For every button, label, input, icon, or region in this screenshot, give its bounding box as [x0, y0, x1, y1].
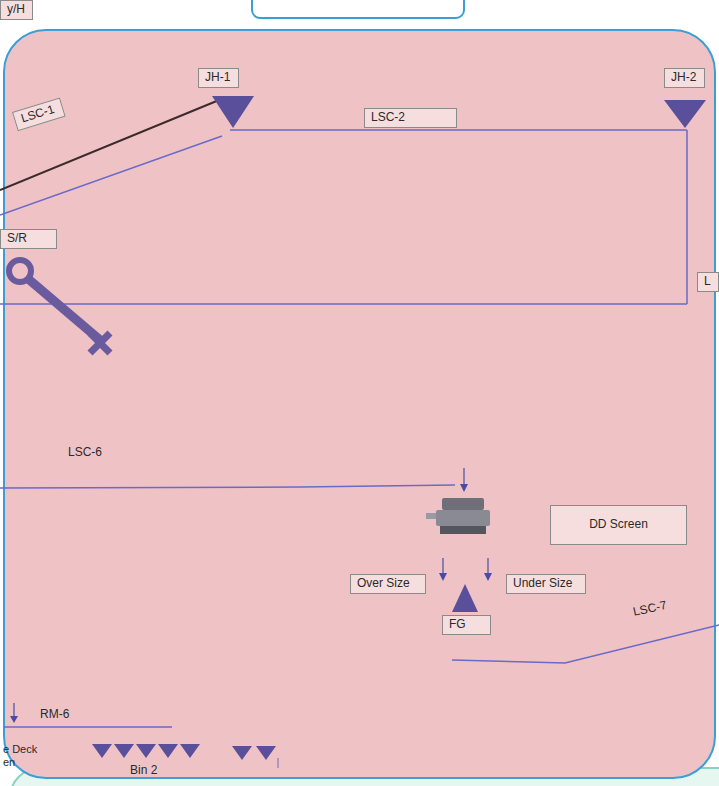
node-text: Under Size [513, 577, 579, 591]
conveyor-line [0, 98, 224, 190]
node-text: JH-2 [671, 71, 698, 85]
output-tag: Over Size [350, 574, 426, 594]
flow-arrowhead [10, 716, 18, 723]
screen-body [436, 510, 490, 526]
node-text: LSC-2 [371, 111, 450, 125]
flow-arrowhead [460, 484, 468, 492]
bin-hopper [180, 744, 200, 758]
equipment-tag: FG [442, 615, 491, 635]
equipment-tag: S/R [0, 229, 57, 249]
screen-base [440, 526, 486, 534]
equipment-label: e Deck en [3, 743, 43, 768]
node-text: y/H [7, 3, 26, 17]
bin-hopper [256, 746, 276, 760]
stacker-base [90, 333, 110, 353]
screen-top [442, 498, 484, 510]
equipment-tag: y/H [0, 0, 33, 20]
bin-label: Bin 2 [130, 764, 157, 778]
bin-tick [278, 758, 279, 768]
title-tab [252, 0, 464, 18]
conveyor-line [4, 726, 172, 728]
conveyor-line [0, 485, 455, 488]
node-text: L [704, 275, 712, 289]
bin-hopper [114, 744, 134, 758]
node-text: Over Size [357, 577, 419, 591]
conveyor-line [230, 129, 687, 131]
equipment-tag: DD Screen [550, 505, 687, 545]
bin-hopper [158, 744, 178, 758]
flow-arrowhead [484, 573, 492, 581]
section-panel [4, 30, 715, 778]
stacker-wheel [9, 260, 31, 282]
node-text: JH-1 [205, 71, 232, 85]
junction-hopper [212, 96, 254, 128]
stacker-base [90, 333, 110, 353]
conveyor-line [0, 303, 687, 305]
conveyor-label: LSC-6 [68, 446, 102, 460]
screen-icon [426, 498, 490, 534]
output-tag: Under Size [506, 574, 586, 594]
conveyor-line [452, 625, 719, 663]
node-text: S/R [7, 232, 50, 246]
stacker-boom [26, 277, 100, 340]
conveyor-line [0, 136, 222, 215]
conveyor-label: RM-6 [40, 708, 69, 722]
screen-motor [426, 513, 436, 519]
feed-gate [452, 584, 478, 612]
conveyor-tag: L [697, 272, 719, 292]
conveyor-tag: LSC-2 [364, 108, 457, 128]
bin-hopper [232, 746, 252, 760]
conveyor-line [686, 130, 688, 304]
bin-row [92, 744, 276, 760]
node-text: DD Screen [589, 518, 648, 532]
bin-hopper [92, 744, 112, 758]
flow-arrowhead [439, 573, 447, 581]
junction-tag: JH-1 [198, 68, 239, 88]
junction-hopper [664, 100, 706, 128]
node-text: FG [449, 618, 484, 632]
bin-hopper [136, 744, 156, 758]
junction-tag: JH-2 [664, 68, 705, 88]
